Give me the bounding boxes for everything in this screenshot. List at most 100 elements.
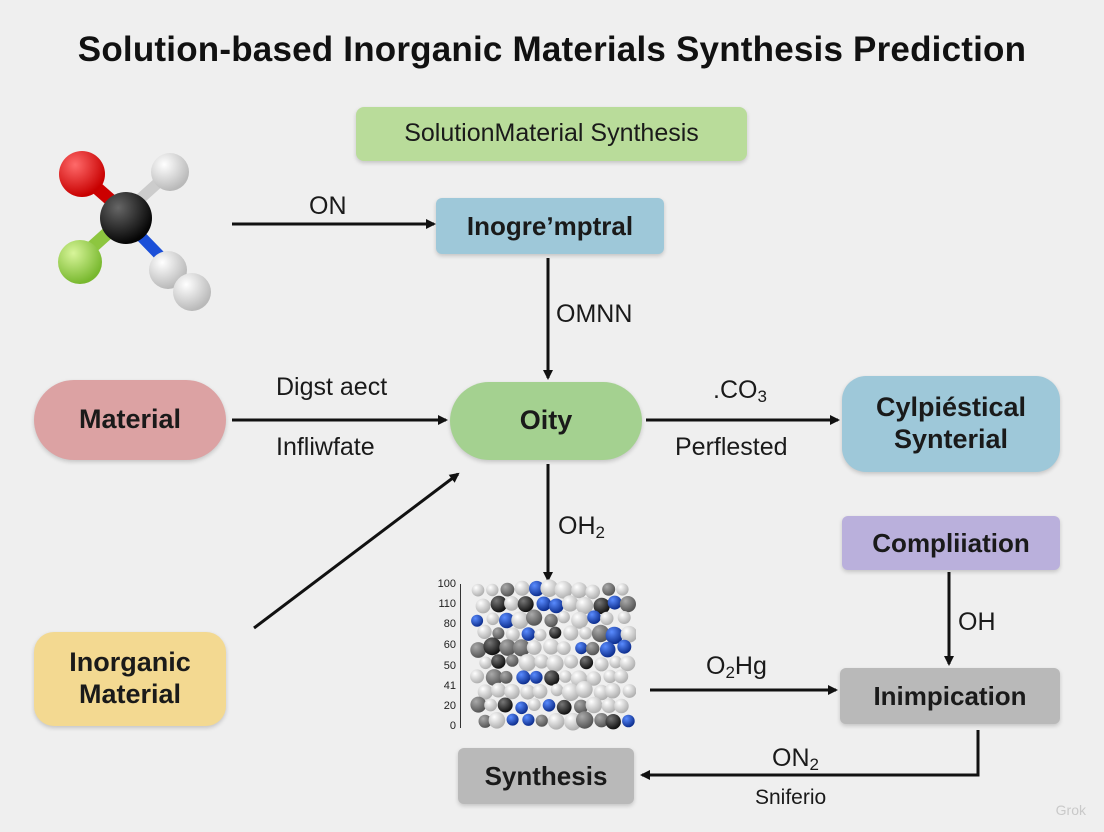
label-co3-main: .CO [713,376,758,404]
lattice-atom [470,669,485,684]
lattice-atom [548,598,564,614]
axis-tick-label: 0 [449,720,456,732]
label-o2hg-hg: Hg [734,652,767,680]
lattice-atom [571,582,588,599]
lattice-atom [563,625,579,641]
lattice-atom [556,641,571,655]
crystal-lattice-illustration [470,579,636,731]
lattice-atom [619,655,636,672]
lattice-atom [506,654,519,667]
lattice-atom [620,625,636,643]
oity-label: Oity [519,405,573,436]
lattice-atom [504,683,520,700]
lattice-atom [499,612,515,629]
lattice-atom [622,684,636,698]
lattice-atom [511,611,529,629]
lattice-atom [619,596,636,613]
watermark: Grok [1055,802,1086,818]
inogremptral-node: Inogreʼmptral [436,198,664,254]
lattice-atom [605,626,623,645]
lattice-atom [514,580,530,596]
oxygen-atom [59,151,105,197]
lattice-atom [491,682,506,698]
lattice-atom [486,583,499,597]
label-co3: .CO3 [713,376,767,407]
lattice-atom [559,670,572,683]
crystal-axis: 100 110 80 60 50 41 20 0 [428,578,468,732]
inorganic-label-line2: Material [78,679,182,709]
lattice-atom [542,699,556,712]
lattice-atom [522,713,535,726]
lattice-atom [604,682,621,699]
label-infliwfate: Infliwfate [276,433,375,461]
lattice-atom [617,611,631,624]
lattice-atom [554,580,573,599]
lattice-atom [564,654,579,669]
lattice-atom [571,611,589,629]
lattice-atom [518,654,536,672]
axis-tick-label: 60 [443,639,456,651]
lattice-atom [579,655,594,670]
lattice-atom [470,642,487,658]
label-on2: ON2 [772,744,819,775]
lattice-atom [499,670,513,684]
label-sniferio: Sniferio [755,786,827,809]
label-oh: OH [958,608,996,636]
lattice-atom [622,714,635,728]
lattice-atom [607,595,622,610]
oity-node: Oity [450,382,642,460]
lattice-atom [477,624,492,639]
lattice-atom [516,670,531,685]
arrow-inimpication-to-synthesis [640,730,980,780]
carbon-atom [100,192,152,244]
label-oh2-subscript: 2 [595,523,605,542]
lattice-atom [561,683,580,702]
lattice-atom [534,654,549,669]
lattice-atom [549,626,562,639]
lattice-atom [575,642,588,655]
lattice-atom [614,698,629,714]
axis-tick-label: 20 [443,700,456,712]
hydrogen-atom [151,153,189,191]
inorganic-material-node: Inorganic Material [34,632,226,726]
hydrogen-atom [173,273,211,311]
compliiation-node: Compliiation [842,516,1060,570]
label-digst-aect: Digst aect [276,373,388,401]
lattice-atom [543,638,560,655]
lattice-atom [485,669,503,686]
lattice-atom [576,597,594,615]
lattice-atom [616,583,629,596]
lattice-atom [601,698,617,714]
synthesis-label: Synthesis [484,760,608,791]
lattice-atom [497,697,513,713]
lattice-atom [512,639,531,657]
lattice-atom [500,582,515,597]
lattice-atom [517,596,534,613]
solution-material-synthesis-box: SolutionMaterial Synthesis [356,107,747,161]
lattice-atom [605,714,621,730]
lattice-atom [561,595,579,612]
axis-tick-label: 80 [443,618,456,630]
lattice-atom [579,626,592,640]
lattice-atom [585,584,600,600]
lattice-atom [617,639,632,654]
lattice-atom [574,699,589,714]
lattice-atom [504,596,519,611]
label-oh2: OH2 [558,512,605,543]
lattice-atom [544,670,560,686]
lattice-atom [587,610,601,624]
material-label: Material [78,404,182,435]
lattice-atom [515,701,528,715]
lattice-atom [535,714,548,727]
lattice-atom [594,713,609,728]
synthesis-node: Synthesis [458,748,634,804]
lattice-atom [593,597,610,615]
lattice-atom [486,612,500,626]
fluorine-atom [58,240,102,284]
lattice-atom [594,657,609,672]
label-o2hg-subscript: 2 [725,663,735,682]
lattice-atom [488,712,506,729]
lattice-atom [483,637,502,656]
